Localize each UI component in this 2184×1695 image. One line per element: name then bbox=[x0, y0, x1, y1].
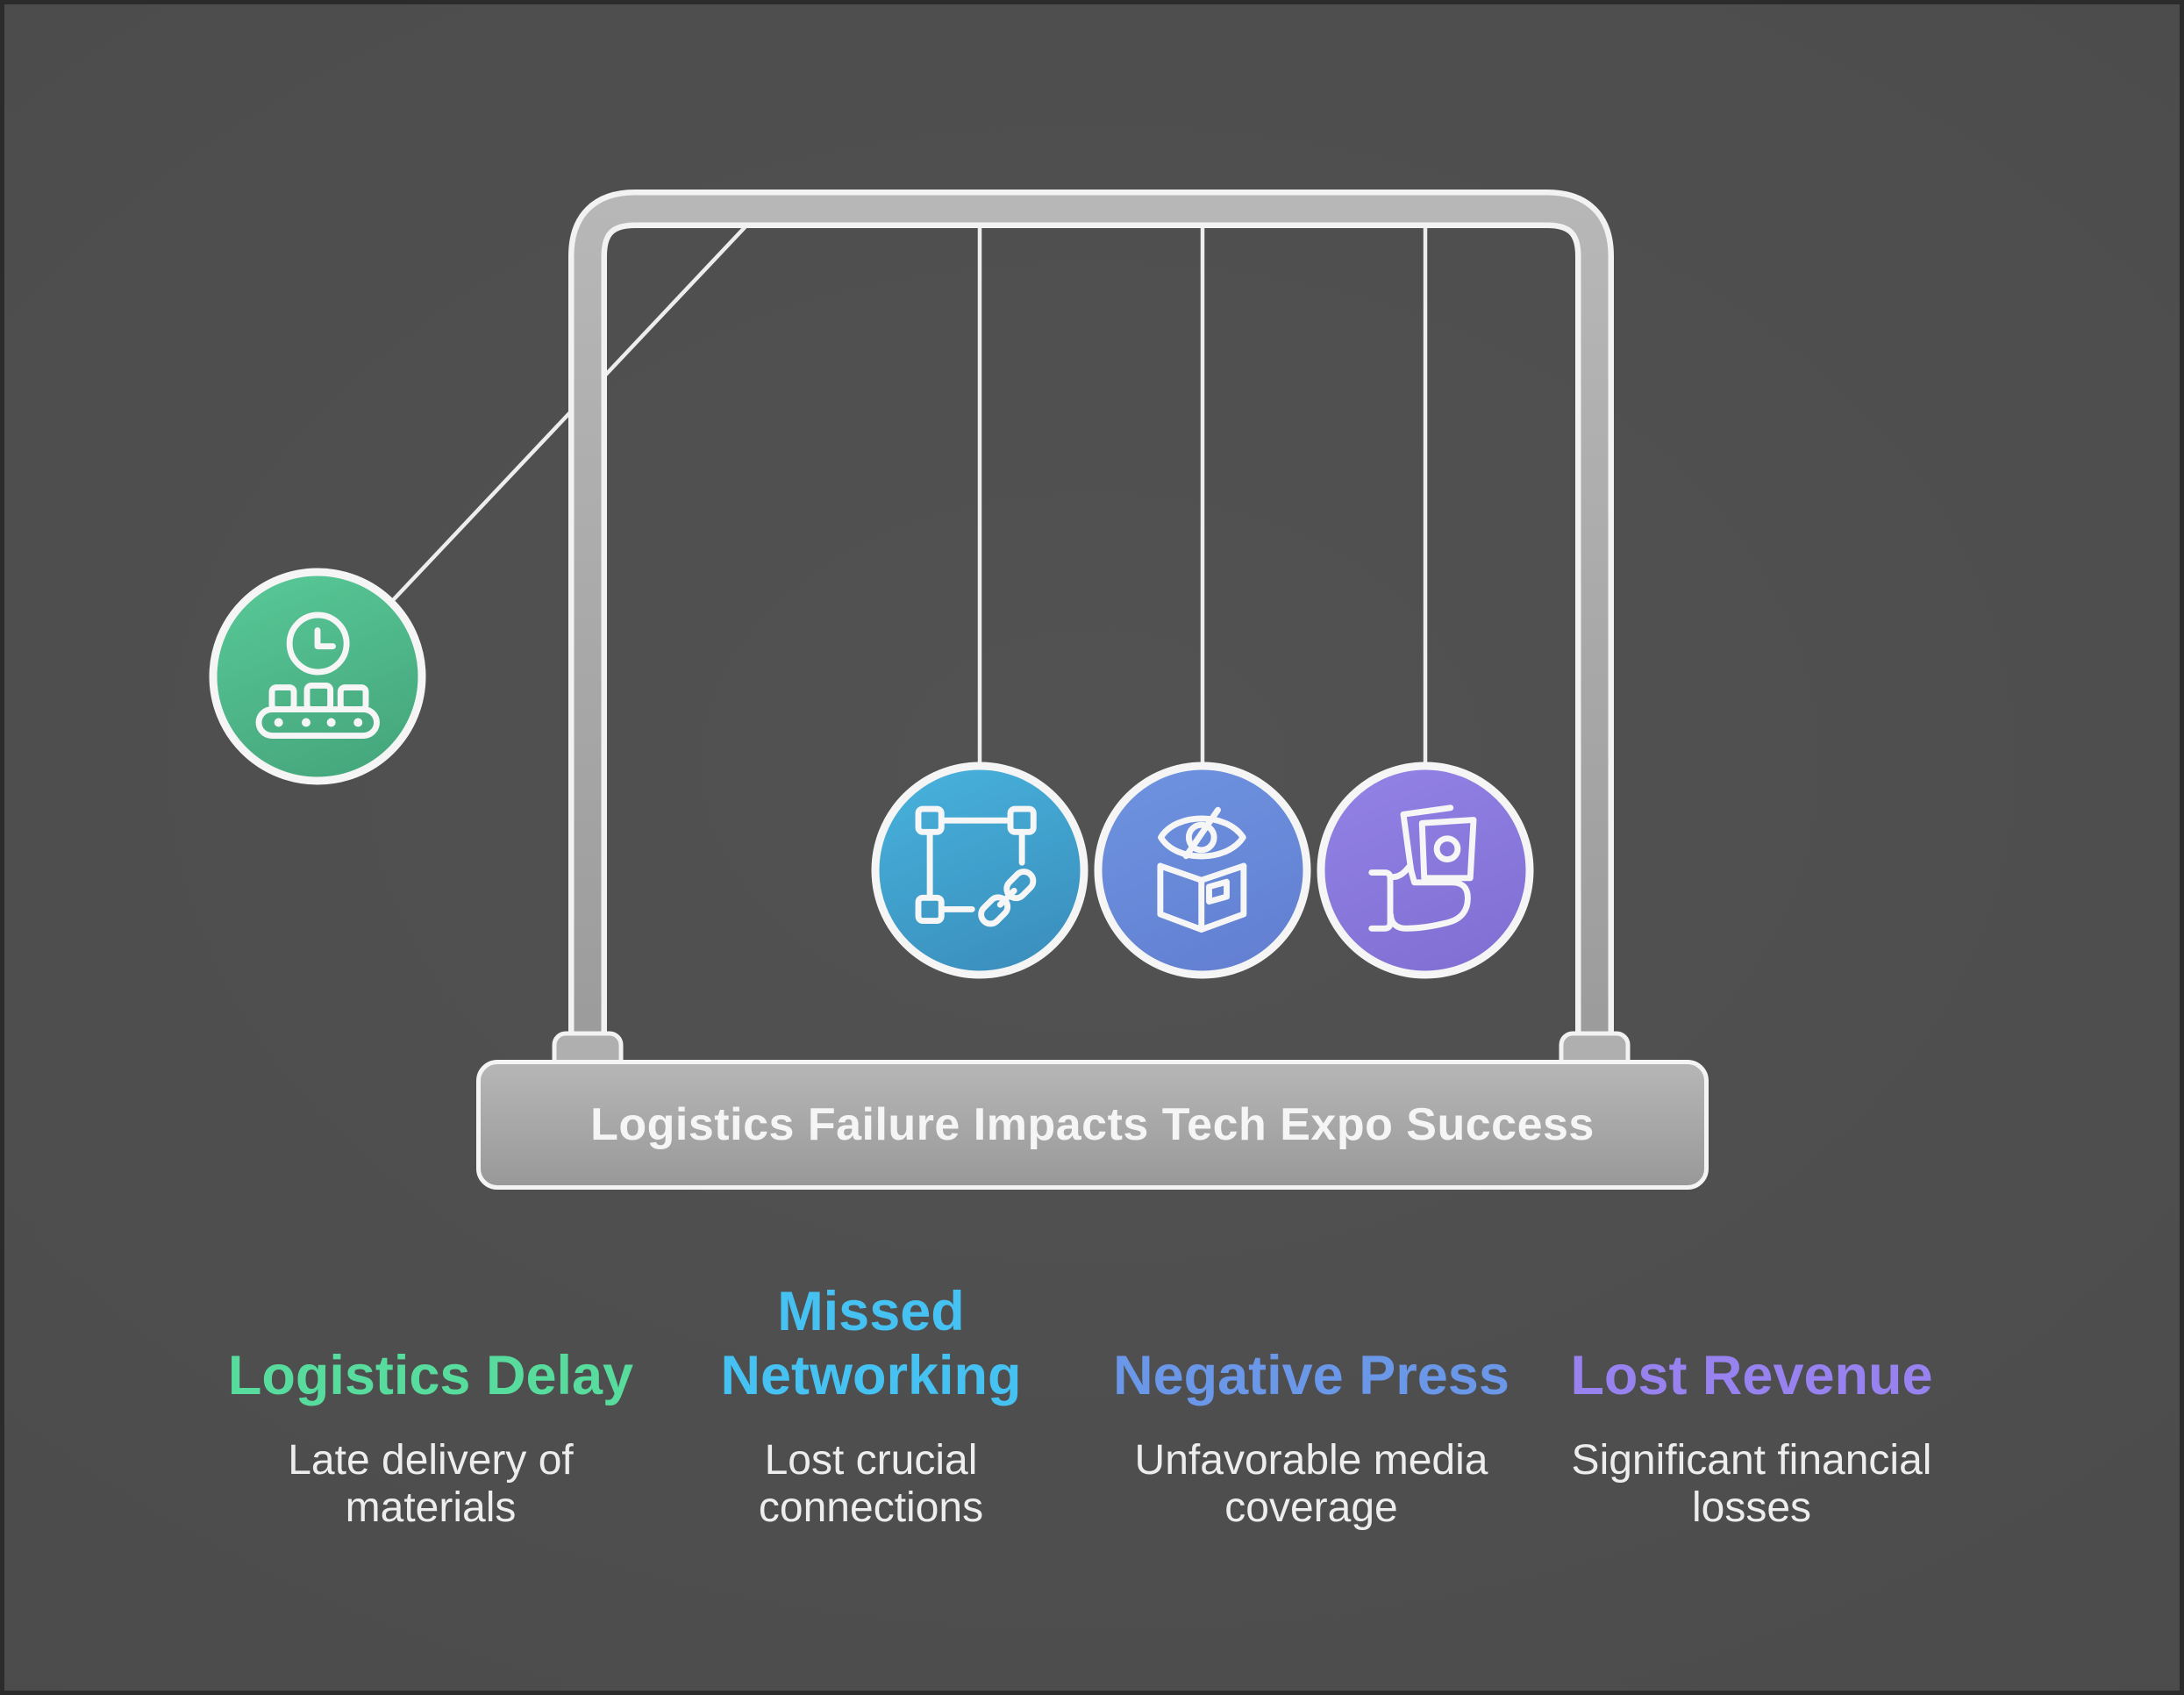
page-title: Logistics Failure Impacts Tech Expo Succ… bbox=[590, 1099, 1595, 1150]
pendulum-ball-negative-press bbox=[1094, 762, 1311, 979]
string-swung-ball bbox=[348, 205, 766, 647]
column-heading: Negative Press bbox=[1113, 1344, 1510, 1406]
column-description: Late delivery of materials bbox=[288, 1437, 574, 1532]
legend-columns: Logistics Delay Late delivery of materia… bbox=[211, 1274, 1973, 1532]
column-logistics-delay: Logistics Delay Late delivery of materia… bbox=[211, 1274, 651, 1532]
column-description: Significant financial losses bbox=[1571, 1437, 1932, 1532]
selection-link-icon bbox=[915, 805, 1037, 927]
pendulum-ball-lost-revenue bbox=[1317, 762, 1534, 979]
title-bar: Logistics Failure Impacts Tech Expo Succ… bbox=[476, 1060, 1709, 1190]
column-lost-revenue: Lost Revenue Significant financial losse… bbox=[1531, 1274, 1972, 1532]
eye-slash-box-icon bbox=[1157, 806, 1247, 933]
pendulum-ball-logistics-delay bbox=[209, 568, 426, 785]
hand-money-icon bbox=[1368, 805, 1477, 932]
column-missed-networking: Missed Networking Lost crucial connectio… bbox=[651, 1274, 1091, 1532]
column-description: Lost crucial connections bbox=[758, 1437, 984, 1532]
column-heading: Logistics Delay bbox=[227, 1344, 634, 1406]
clock-conveyor-icon bbox=[255, 611, 380, 739]
pendulum-ball-missed-networking bbox=[871, 762, 1088, 979]
column-negative-press: Negative Press Unfavorable media coverag… bbox=[1091, 1274, 1531, 1532]
pendulum-strings bbox=[348, 205, 1428, 783]
column-heading: Lost Revenue bbox=[1570, 1344, 1933, 1406]
column-heading: Missed Networking bbox=[720, 1281, 1022, 1406]
column-description: Unfavorable media coverage bbox=[1134, 1437, 1488, 1532]
